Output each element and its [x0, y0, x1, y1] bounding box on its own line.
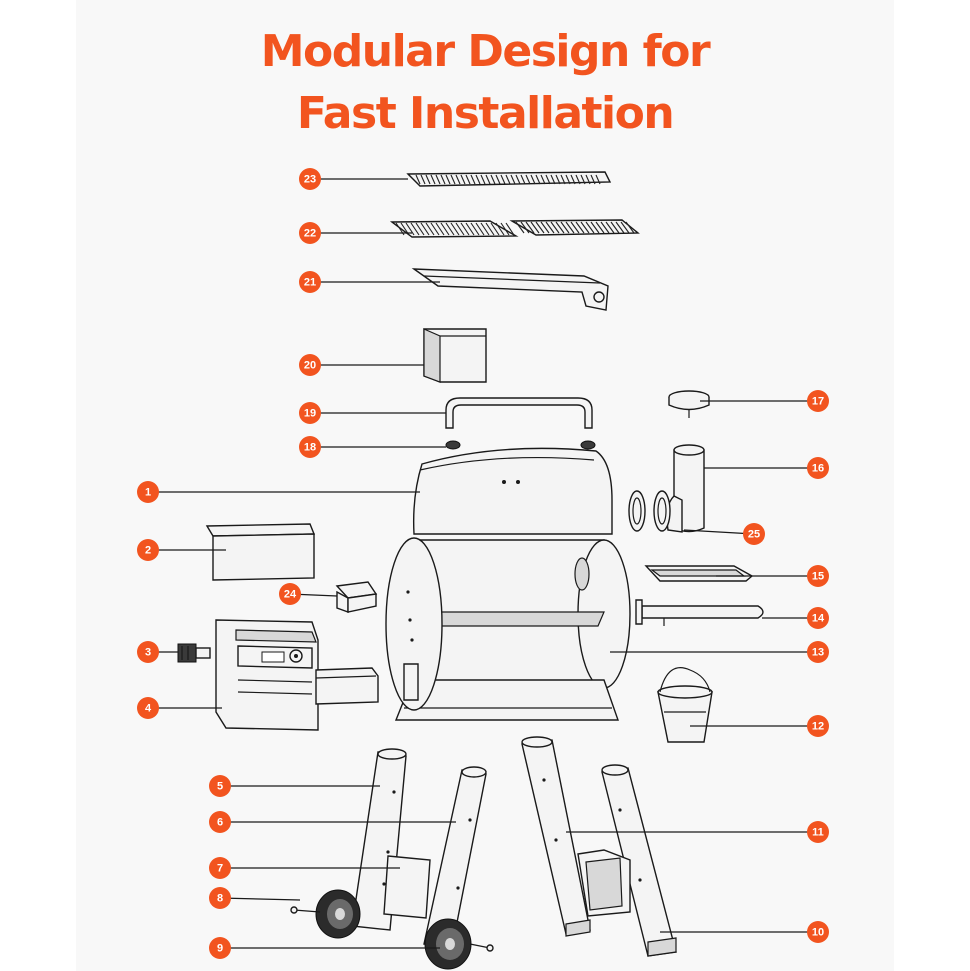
- callout-badge-2: 2: [137, 539, 159, 561]
- title-line-2: Fast Installation: [296, 88, 675, 139]
- part-shelf-bracket: [577, 849, 631, 917]
- callout-badge-19: 19: [299, 402, 321, 424]
- callout-badge-23: 23: [299, 168, 321, 190]
- callout-number: 17: [812, 396, 824, 408]
- callout-number: 8: [217, 893, 223, 905]
- callout-badge-11: 11: [807, 821, 829, 843]
- callout-badge-15: 15: [807, 565, 829, 587]
- part-warming-rack: [406, 171, 612, 187]
- callout-badge-14: 14: [807, 607, 829, 629]
- callout-number: 1: [145, 487, 151, 499]
- callout-badge-25: 25: [743, 523, 765, 545]
- title-line-1: Modular Design for: [260, 26, 711, 77]
- part-fire-pot-tube: [635, 599, 764, 626]
- callout-number: 3: [145, 647, 151, 659]
- callout-number: 15: [812, 571, 824, 583]
- callout-leader-8: [219, 897, 301, 901]
- callout-layer: 1234567891011121314151617181920212223242…: [137, 168, 829, 959]
- callout-badge-7: 7: [209, 857, 231, 879]
- callout-number: 18: [304, 442, 316, 454]
- callout-leader-25: [683, 529, 755, 535]
- part-leg-plate: [383, 855, 431, 919]
- callout-number: 2: [145, 545, 151, 557]
- part-drain-pan: [411, 268, 609, 311]
- callout-badge-18: 18: [299, 436, 321, 458]
- callout-badge-22: 22: [299, 222, 321, 244]
- callout-number: 7: [217, 863, 223, 875]
- part-hopper-box: [205, 523, 316, 581]
- callout-badge-16: 16: [807, 457, 829, 479]
- callout-badge-24: 24: [279, 583, 301, 605]
- callout-number: 23: [304, 174, 316, 186]
- callout-badge-20: 20: [299, 354, 321, 376]
- callout-number: 16: [812, 463, 824, 475]
- callout-number: 9: [217, 943, 223, 955]
- callout-badge-9: 9: [209, 937, 231, 959]
- callout-number: 12: [812, 721, 824, 733]
- callout-number: 21: [304, 277, 316, 289]
- callout-number: 5: [217, 781, 223, 793]
- callout-number: 13: [812, 647, 824, 659]
- callout-badge-1: 1: [137, 481, 159, 503]
- part-wheel-right: [424, 918, 494, 970]
- callout-badge-4: 4: [137, 697, 159, 719]
- part-auger-motor: [177, 643, 211, 663]
- callout-badge-12: 12: [807, 715, 829, 737]
- callout-number: 6: [217, 817, 223, 829]
- callout-number: 19: [304, 408, 316, 420]
- callout-number: 22: [304, 228, 316, 240]
- part-lid-handle: [445, 397, 593, 429]
- part-sear-tray: [644, 565, 754, 582]
- part-barrel-body: [385, 537, 631, 721]
- part-heat-baffle: [423, 328, 487, 383]
- part-chimney: [666, 444, 705, 533]
- callout-badge-13: 13: [807, 641, 829, 663]
- part-cooking-grates: [389, 219, 640, 238]
- callout-badge-17: 17: [807, 390, 829, 412]
- part-bracket: [335, 581, 378, 613]
- callout-badge-10: 10: [807, 921, 829, 943]
- part-grease-bucket: [657, 667, 713, 743]
- callout-number: 14: [812, 613, 825, 625]
- callout-badge-6: 6: [209, 811, 231, 833]
- callout-number: 11: [812, 827, 824, 839]
- callout-badge-21: 21: [299, 271, 321, 293]
- callout-number: 25: [748, 529, 760, 541]
- callout-number: 24: [284, 589, 297, 601]
- callout-number: 10: [812, 927, 824, 939]
- callout-badge-5: 5: [209, 775, 231, 797]
- callout-badge-8: 8: [209, 887, 231, 909]
- part-wheel-left: [290, 889, 361, 939]
- part-chimney-cap: [668, 390, 710, 418]
- part-leg-rear-right: [601, 764, 677, 957]
- callout-badge-3: 3: [137, 641, 159, 663]
- part-handle-bolts: [445, 440, 596, 450]
- callout-number: 20: [304, 360, 316, 372]
- callout-number: 4: [145, 703, 152, 715]
- part-leg-front-right: [521, 736, 591, 937]
- part-chimney-gaskets: [628, 490, 671, 532]
- part-lid: [413, 447, 613, 535]
- part-hopper-controller: [215, 619, 379, 731]
